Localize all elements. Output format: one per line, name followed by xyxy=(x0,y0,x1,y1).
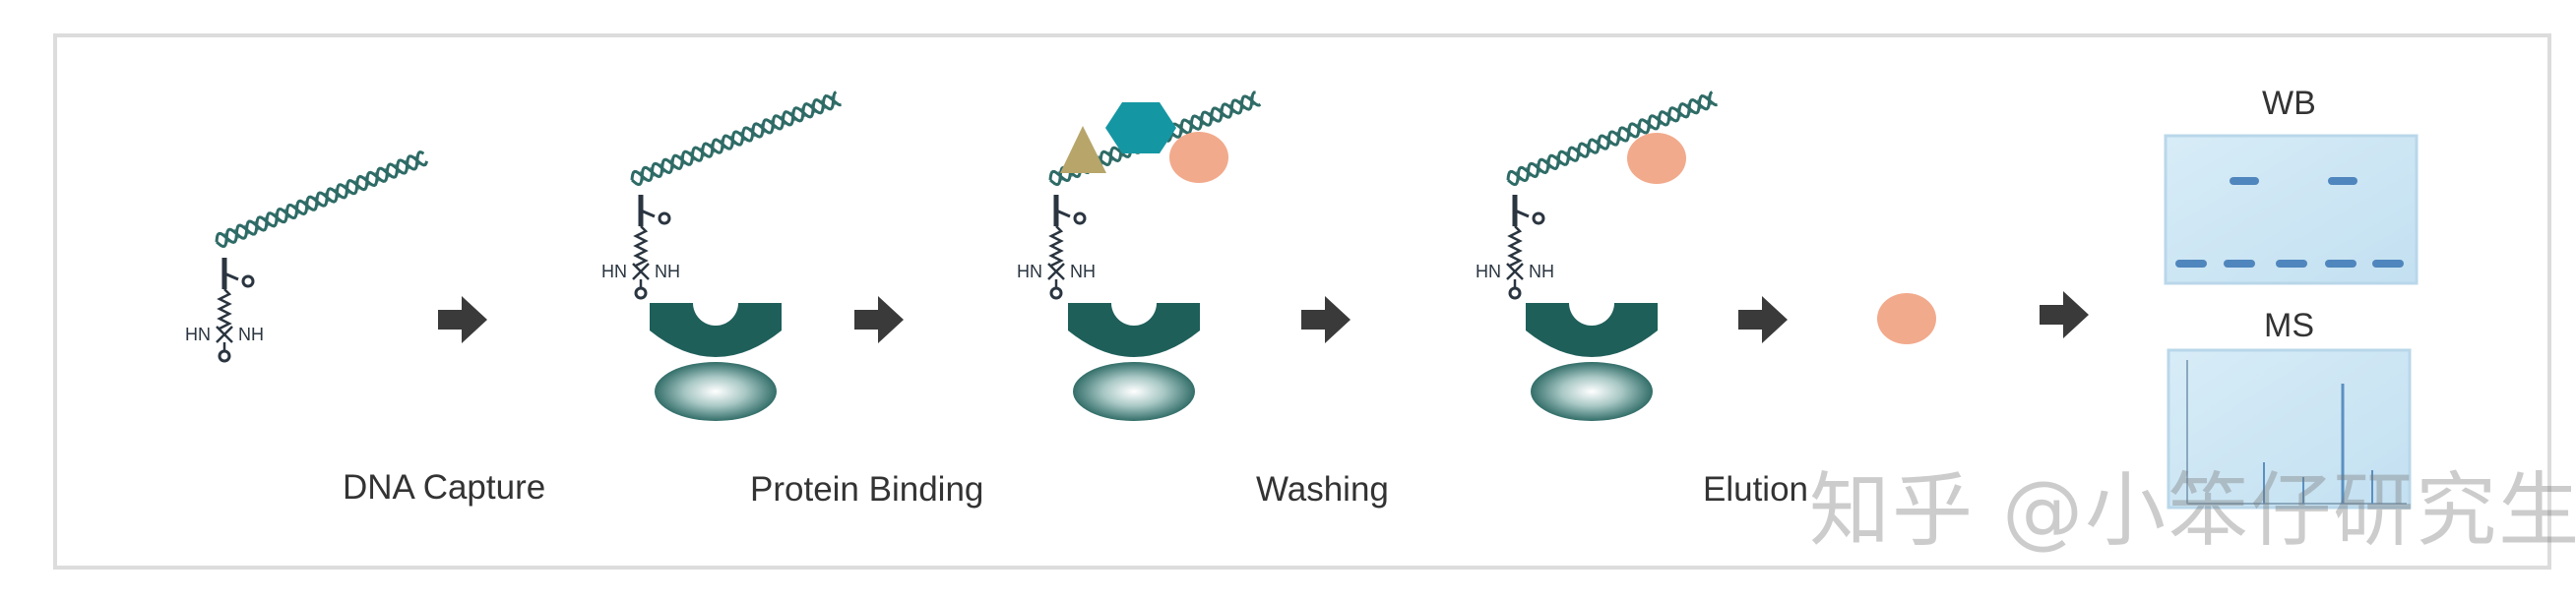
step-label-washing: Washing xyxy=(1256,470,1389,509)
step-label-elution: Elution xyxy=(1703,470,1809,509)
wb-band xyxy=(2276,260,2307,268)
step-label-dna-capture: DNA Capture xyxy=(343,468,546,507)
dna-capture-illustration: HN NH xyxy=(185,150,429,363)
dna-helix xyxy=(630,90,842,187)
protein-binding-illustration: HN NH xyxy=(601,90,842,421)
dna-helix xyxy=(215,150,429,249)
wb-band xyxy=(2175,260,2207,268)
mass-spec-panel xyxy=(2167,348,2412,510)
eluted-protein xyxy=(1877,293,1936,344)
triangle-protein xyxy=(1060,126,1106,173)
wb-band xyxy=(2224,260,2255,268)
elution-illustration: HN NH xyxy=(1476,90,1718,421)
arrow-5 xyxy=(2040,291,2089,338)
streptavidin-bead xyxy=(1068,303,1200,421)
hn-label: HN xyxy=(601,262,627,281)
biotin-linker: HN NH xyxy=(185,258,264,363)
nh-label: NH xyxy=(1529,262,1554,281)
nh-label: NH xyxy=(1070,262,1096,281)
hexagon-protein xyxy=(1105,102,1176,153)
streptavidin-bead xyxy=(1526,303,1658,421)
ms-label: MS xyxy=(2264,307,2314,344)
biotin-linker: HN NH xyxy=(1476,195,1554,300)
pink-protein xyxy=(1169,132,1228,183)
watermark-text: 知乎 @小笨仔研究生 xyxy=(1809,464,2576,558)
washing-illustration: HN NH xyxy=(1017,90,1262,421)
streptavidin-bead xyxy=(650,303,782,421)
hn-label: HN xyxy=(1476,262,1501,281)
dna-helix xyxy=(1506,90,1718,187)
wb-band xyxy=(2325,260,2356,268)
pink-protein xyxy=(1627,133,1686,184)
arrow-3 xyxy=(1301,296,1351,343)
wb-band xyxy=(2372,260,2404,268)
western-blot-panel xyxy=(2164,134,2419,285)
nh-label: NH xyxy=(655,262,680,281)
wb-label: WB xyxy=(2262,85,2316,122)
arrow-4 xyxy=(1738,296,1788,343)
biotin-linker: HN NH xyxy=(1017,195,1096,300)
nh-label: NH xyxy=(238,325,264,344)
biotin-linker: HN NH xyxy=(601,195,680,300)
arrow-1 xyxy=(438,296,487,343)
wb-band xyxy=(2328,177,2357,185)
hn-label: HN xyxy=(185,325,211,344)
step-label-protein-binding: Protein Binding xyxy=(750,470,984,509)
wb-band xyxy=(2230,177,2259,185)
arrow-2 xyxy=(854,296,904,343)
diagram-frame xyxy=(53,33,2551,570)
hn-label: HN xyxy=(1017,262,1042,281)
